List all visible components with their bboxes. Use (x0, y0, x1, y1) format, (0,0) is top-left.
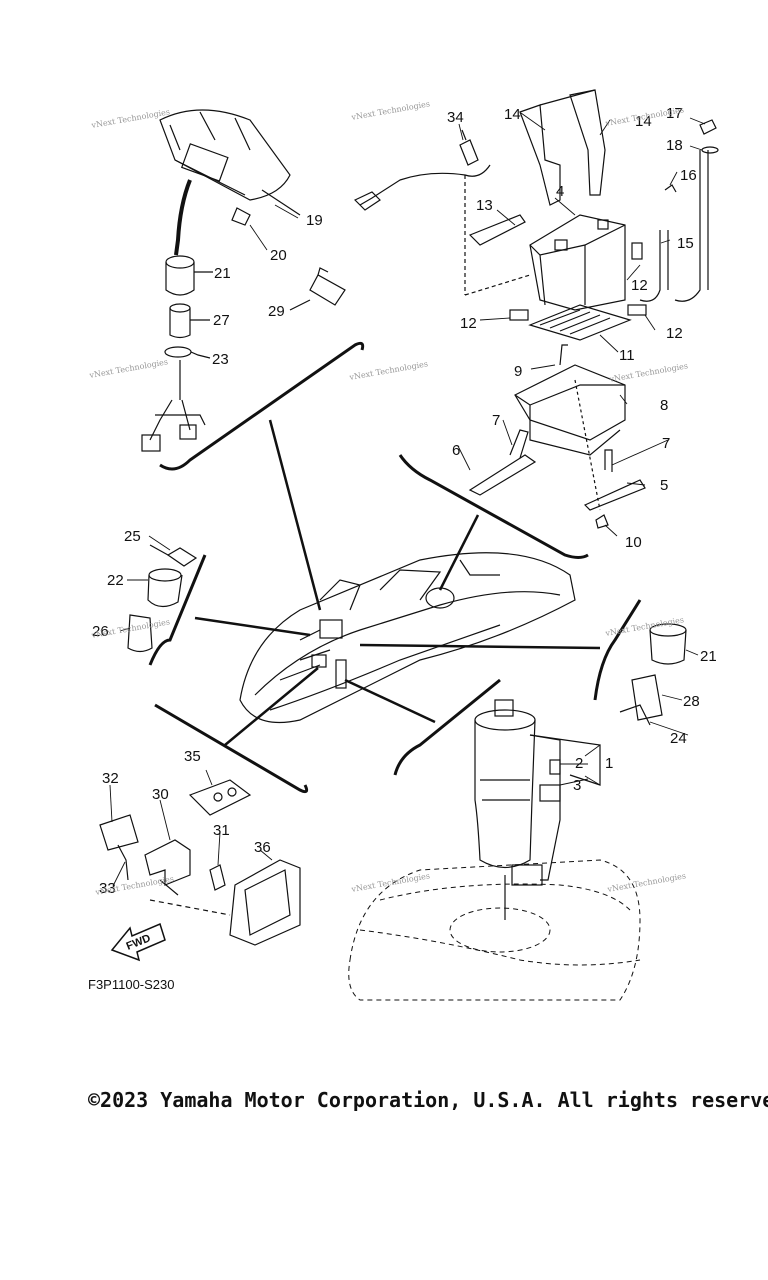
group-bracket-pump (393, 678, 501, 776)
callout-30: 30 (152, 786, 169, 803)
callout-15: 15 (677, 235, 694, 252)
callout-16: 16 (680, 167, 697, 184)
callout-4: 4 (556, 183, 564, 200)
callout-29: 29 (268, 303, 285, 320)
fwd-label: FWD (125, 932, 153, 953)
callout-14a: 14 (504, 106, 521, 123)
group-bracket-battery (398, 454, 589, 559)
fuel-pump-assembly (474, 699, 601, 920)
battery-assembly (353, 89, 719, 341)
callout-36: 36 (254, 839, 271, 856)
callout-12b: 12 (666, 325, 683, 342)
battery-tray (468, 344, 646, 529)
callout-33: 33 (99, 880, 116, 897)
part-29-clip (289, 267, 346, 311)
callout-31: 31 (213, 822, 230, 839)
part-23-clamp (164, 346, 211, 359)
watermark: vNext Technologies (348, 359, 429, 382)
callout-27: 27 (213, 312, 230, 329)
callout-1: 1 (605, 755, 613, 772)
callout-12c: 12 (631, 277, 648, 294)
meter-assembly (159, 109, 301, 256)
callout-20: 20 (270, 247, 287, 264)
watermark: vNext Technologies (88, 357, 169, 380)
watermark: vNext Technologies (94, 874, 175, 897)
group-bracket-switch (148, 554, 207, 666)
callout-14b: 14 (635, 113, 652, 130)
fwd-arrow-icon (110, 922, 166, 962)
part-21-grommet (165, 255, 213, 296)
wire-harness (141, 360, 206, 452)
sensor-group (619, 623, 687, 726)
callout-24: 24 (670, 730, 687, 747)
callout-17: 17 (666, 105, 683, 122)
callout-19: 19 (306, 212, 323, 229)
callout-5: 5 (660, 477, 668, 494)
callout-26: 26 (92, 623, 109, 640)
group-bracket-sensor (593, 599, 642, 701)
callout-9: 9 (514, 363, 522, 380)
callout-18: 18 (666, 137, 683, 154)
callout-8: 8 (660, 397, 668, 414)
part-27-tube (169, 303, 210, 339)
watermark: vNext Technologies (608, 361, 689, 384)
ecu-assembly (99, 779, 301, 946)
callout-11: 11 (619, 347, 635, 364)
callout-7b: 7 (662, 435, 670, 452)
group-bracket-ecu (154, 703, 309, 794)
footer: ©2023 Yamaha Motor Corporation, U.S.A. A… (0, 1080, 768, 1120)
callout-13: 13 (476, 197, 493, 214)
group-bracket-meter (159, 341, 365, 471)
callout-6: 6 (452, 442, 460, 459)
switch-group (127, 544, 198, 653)
callout-10: 10 (625, 534, 642, 551)
watermark: vNext Technologies (350, 871, 431, 894)
callout-25: 25 (124, 528, 141, 545)
callout-35: 35 (184, 748, 201, 765)
callout-34: 34 (447, 109, 464, 126)
callout-12a: 12 (460, 315, 477, 332)
watermark: vNext Technologies (350, 99, 431, 122)
callout-23: 23 (212, 351, 229, 368)
watercraft-hull (239, 552, 576, 724)
callout-labels: 1 2 3 4 5 6 7 7 8 9 10 11 12 12 12 12 13… (92, 105, 717, 897)
watermark: vNext Technologies (604, 615, 685, 638)
callout-32: 32 (102, 770, 119, 787)
callout-22: 22 (107, 572, 124, 589)
callout-21a: 21 (214, 265, 231, 282)
drawing-code: F3P1100-S230 (88, 977, 175, 992)
callout-28: 28 (683, 693, 700, 710)
copyright-notice: ©2023 Yamaha Motor Corporation, U.S.A. A… (88, 1088, 768, 1112)
callout-7a: 7 (492, 412, 500, 429)
callout-21b: 21 (700, 648, 717, 665)
watermark: vNext Technologies (606, 871, 687, 894)
fuel-tank (348, 859, 641, 1001)
callout-2: 2 (575, 755, 583, 772)
watermark: vNext Technologies (90, 107, 171, 130)
callout-3: 3 (573, 777, 581, 794)
